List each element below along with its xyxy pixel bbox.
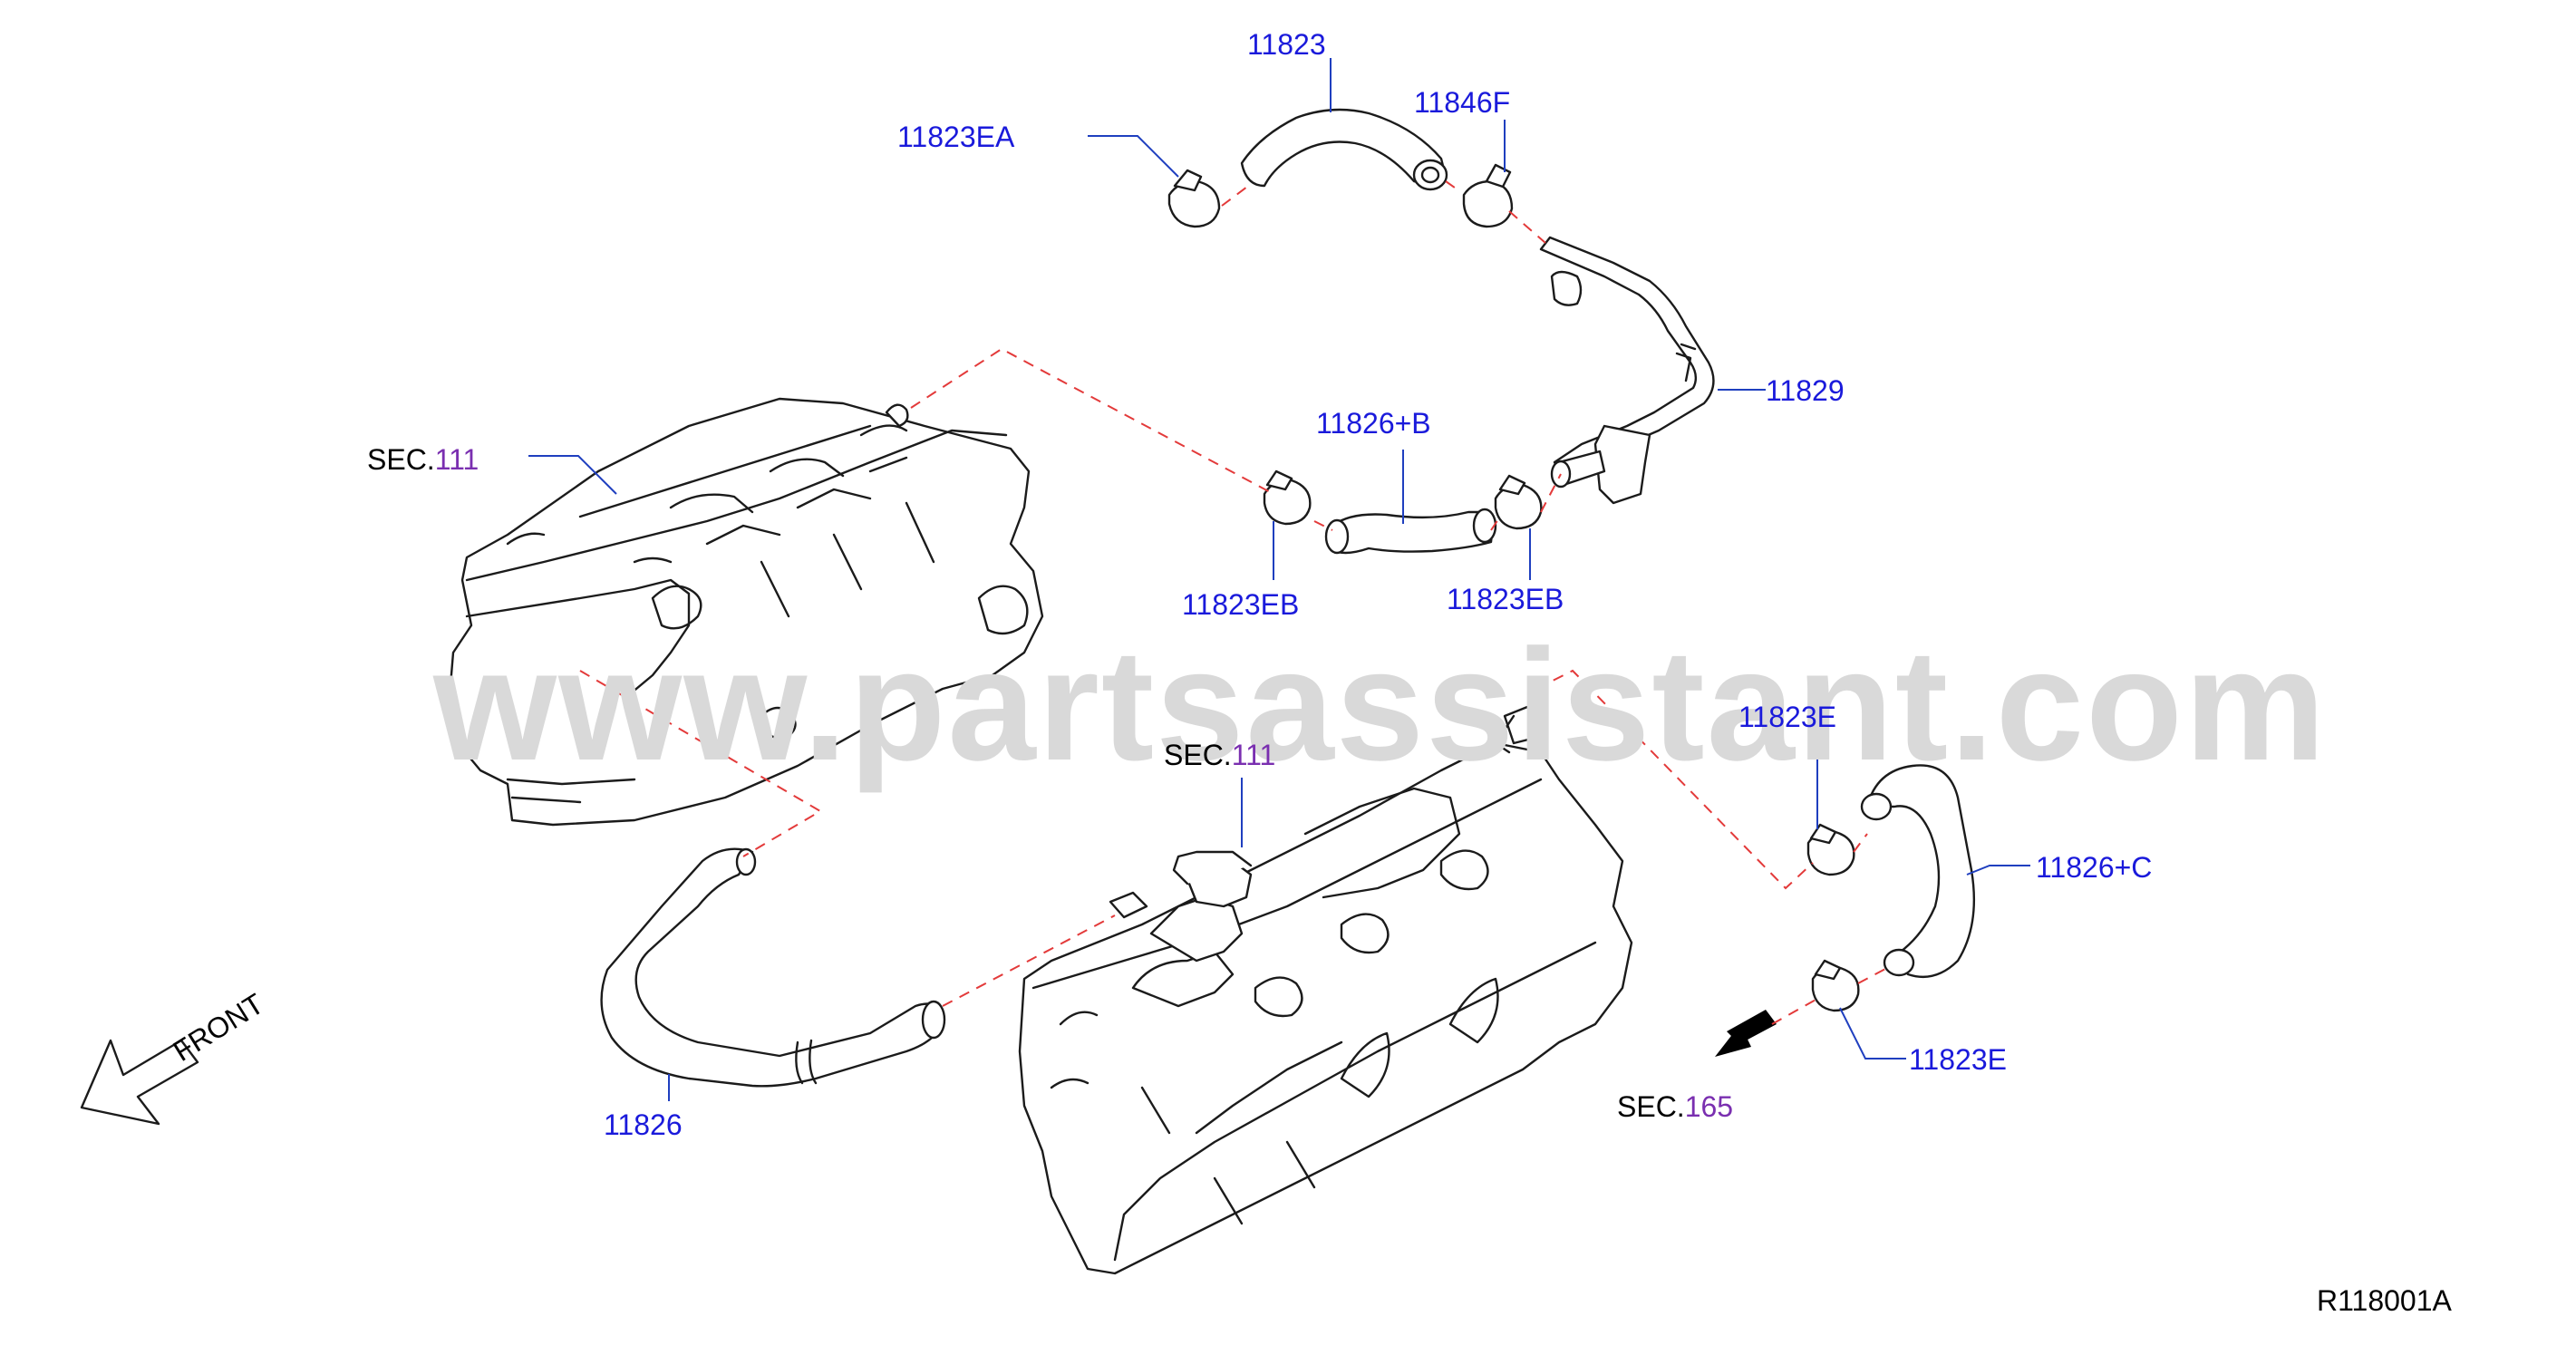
flow-arrow-icon	[1715, 1010, 1777, 1057]
hose-11826B	[1324, 508, 1497, 555]
label-11823E-lower: 11823E	[1909, 1043, 2007, 1076]
hose-11826C	[1860, 764, 1976, 979]
clamp-11823EB-right	[1494, 474, 1543, 530]
section-number: 111	[435, 443, 479, 476]
leader-lines	[528, 58, 2030, 1101]
label-11826: 11826	[604, 1108, 683, 1141]
cylinder-head-left	[447, 397, 1044, 827]
label-11826B: 11826+B	[1316, 407, 1431, 440]
label-11826C: 11826+C	[2036, 851, 2152, 884]
connection-lines	[579, 180, 1888, 1025]
label-11823EB-right: 11823EB	[1447, 583, 1564, 615]
diagram-code: R118001A	[2317, 1284, 2453, 1317]
clamp-11823EA	[1167, 169, 1221, 228]
watermark-text: www.partsassistant.com	[432, 617, 2328, 794]
section-number: 165	[1685, 1090, 1733, 1123]
section-prefix: SEC.	[1164, 739, 1232, 771]
tube-11829	[1539, 236, 1715, 505]
label-11823EA: 11823EA	[897, 121, 1015, 153]
clamp-11823E-upper	[1806, 823, 1855, 876]
section-ref-right: SEC.165	[1617, 1090, 1733, 1123]
label-11823: 11823	[1247, 28, 1326, 61]
clamp-11823EB-left	[1263, 469, 1312, 526]
label-11823E-upper: 11823E	[1738, 701, 1836, 733]
section-ref-upper-left: SEC.111	[367, 443, 479, 476]
section-ref-center: SEC.111	[1164, 739, 1275, 771]
label-11823EB-left: 11823EB	[1182, 588, 1299, 621]
front-direction-arrow-icon	[80, 1039, 199, 1126]
section-prefix: SEC.	[1617, 1090, 1685, 1123]
section-prefix: SEC.	[367, 443, 435, 476]
clamp-11823E-lower	[1811, 959, 1860, 1012]
label-11829: 11829	[1766, 374, 1845, 407]
section-number: 111	[1232, 739, 1276, 771]
cylinder-head-center	[1018, 705, 1633, 1275]
hose-11826	[600, 847, 946, 1088]
hose-11823	[1240, 108, 1448, 191]
label-11846F: 11846F	[1414, 86, 1510, 119]
front-label: FRONT	[168, 987, 270, 1068]
clamp-11846F	[1462, 163, 1514, 228]
